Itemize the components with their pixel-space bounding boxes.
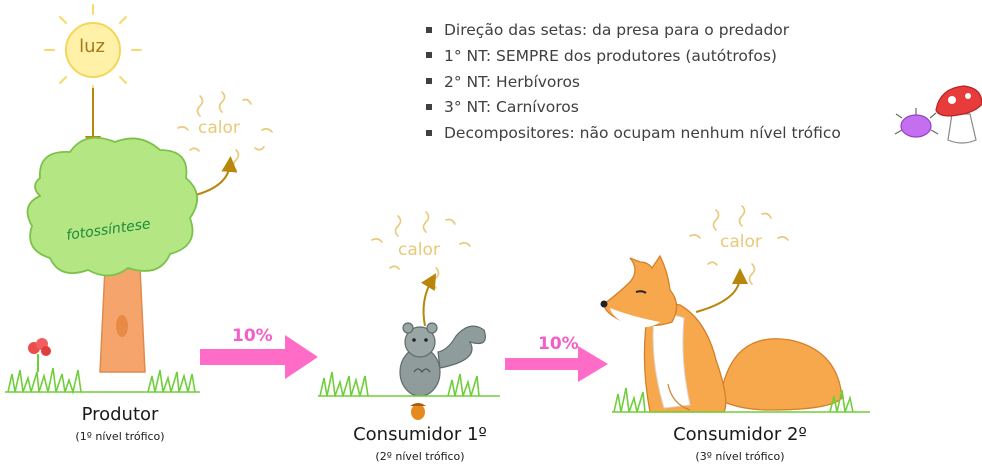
transfer-percent-2: 10% — [538, 334, 579, 354]
grass-consumer1 — [318, 371, 500, 397]
notes-list: Direção das setas: da presa para o preda… — [420, 18, 841, 147]
consumer1-level: (2º nível trófico) — [375, 450, 465, 463]
fox-heat-arrow — [695, 268, 748, 313]
tree-icon — [26, 136, 198, 373]
grass-consumer2 — [612, 387, 870, 413]
grass-producer — [5, 367, 200, 395]
sun-label: luz — [79, 36, 105, 57]
bullet-square-icon — [426, 129, 432, 136]
squirrel-heat-arrow — [421, 273, 437, 327]
note-item: 3° NT: Carnívoros — [420, 95, 841, 121]
transfer-percent-1: 10% — [232, 326, 273, 346]
heat-label-consumer2: calor — [720, 232, 762, 252]
mushroom-icon — [935, 85, 982, 144]
squirrel-icon — [399, 322, 486, 397]
note-item: Direção das setas: da presa para o preda… — [420, 18, 841, 44]
heat-rays-consumer2 — [689, 205, 789, 285]
transfer-arrow-2 — [505, 346, 608, 382]
bullet-square-icon — [426, 52, 432, 59]
fox-icon — [600, 254, 843, 413]
consumer2-level: (3º nível trófico) — [695, 450, 785, 463]
bullet-square-icon — [426, 78, 432, 85]
consumer2-name: Consumidor 2º — [673, 424, 807, 445]
bullet-square-icon — [426, 103, 432, 110]
consumer1-name: Consumidor 1º — [353, 424, 487, 445]
producer-level: (1º nível trófico) — [75, 430, 165, 443]
heat-label-consumer1: calor — [398, 240, 440, 260]
flower-icon — [28, 338, 51, 372]
acorn-icon — [410, 403, 426, 420]
heat-label-producer: calor — [198, 118, 240, 138]
producer-name: Produtor — [81, 404, 159, 425]
note-item: Decompositores: não ocupam nenhum nível … — [420, 121, 841, 147]
transfer-arrow-1 — [200, 335, 318, 379]
bug-icon — [894, 108, 939, 138]
bullet-square-icon — [426, 26, 432, 33]
note-item: 1° NT: SEMPRE dos produtores (autótrofos… — [420, 44, 841, 70]
note-item: 2° NT: Herbívoros — [420, 70, 841, 96]
sun-icon — [44, 4, 142, 96]
heat-rays-producer — [177, 91, 273, 171]
